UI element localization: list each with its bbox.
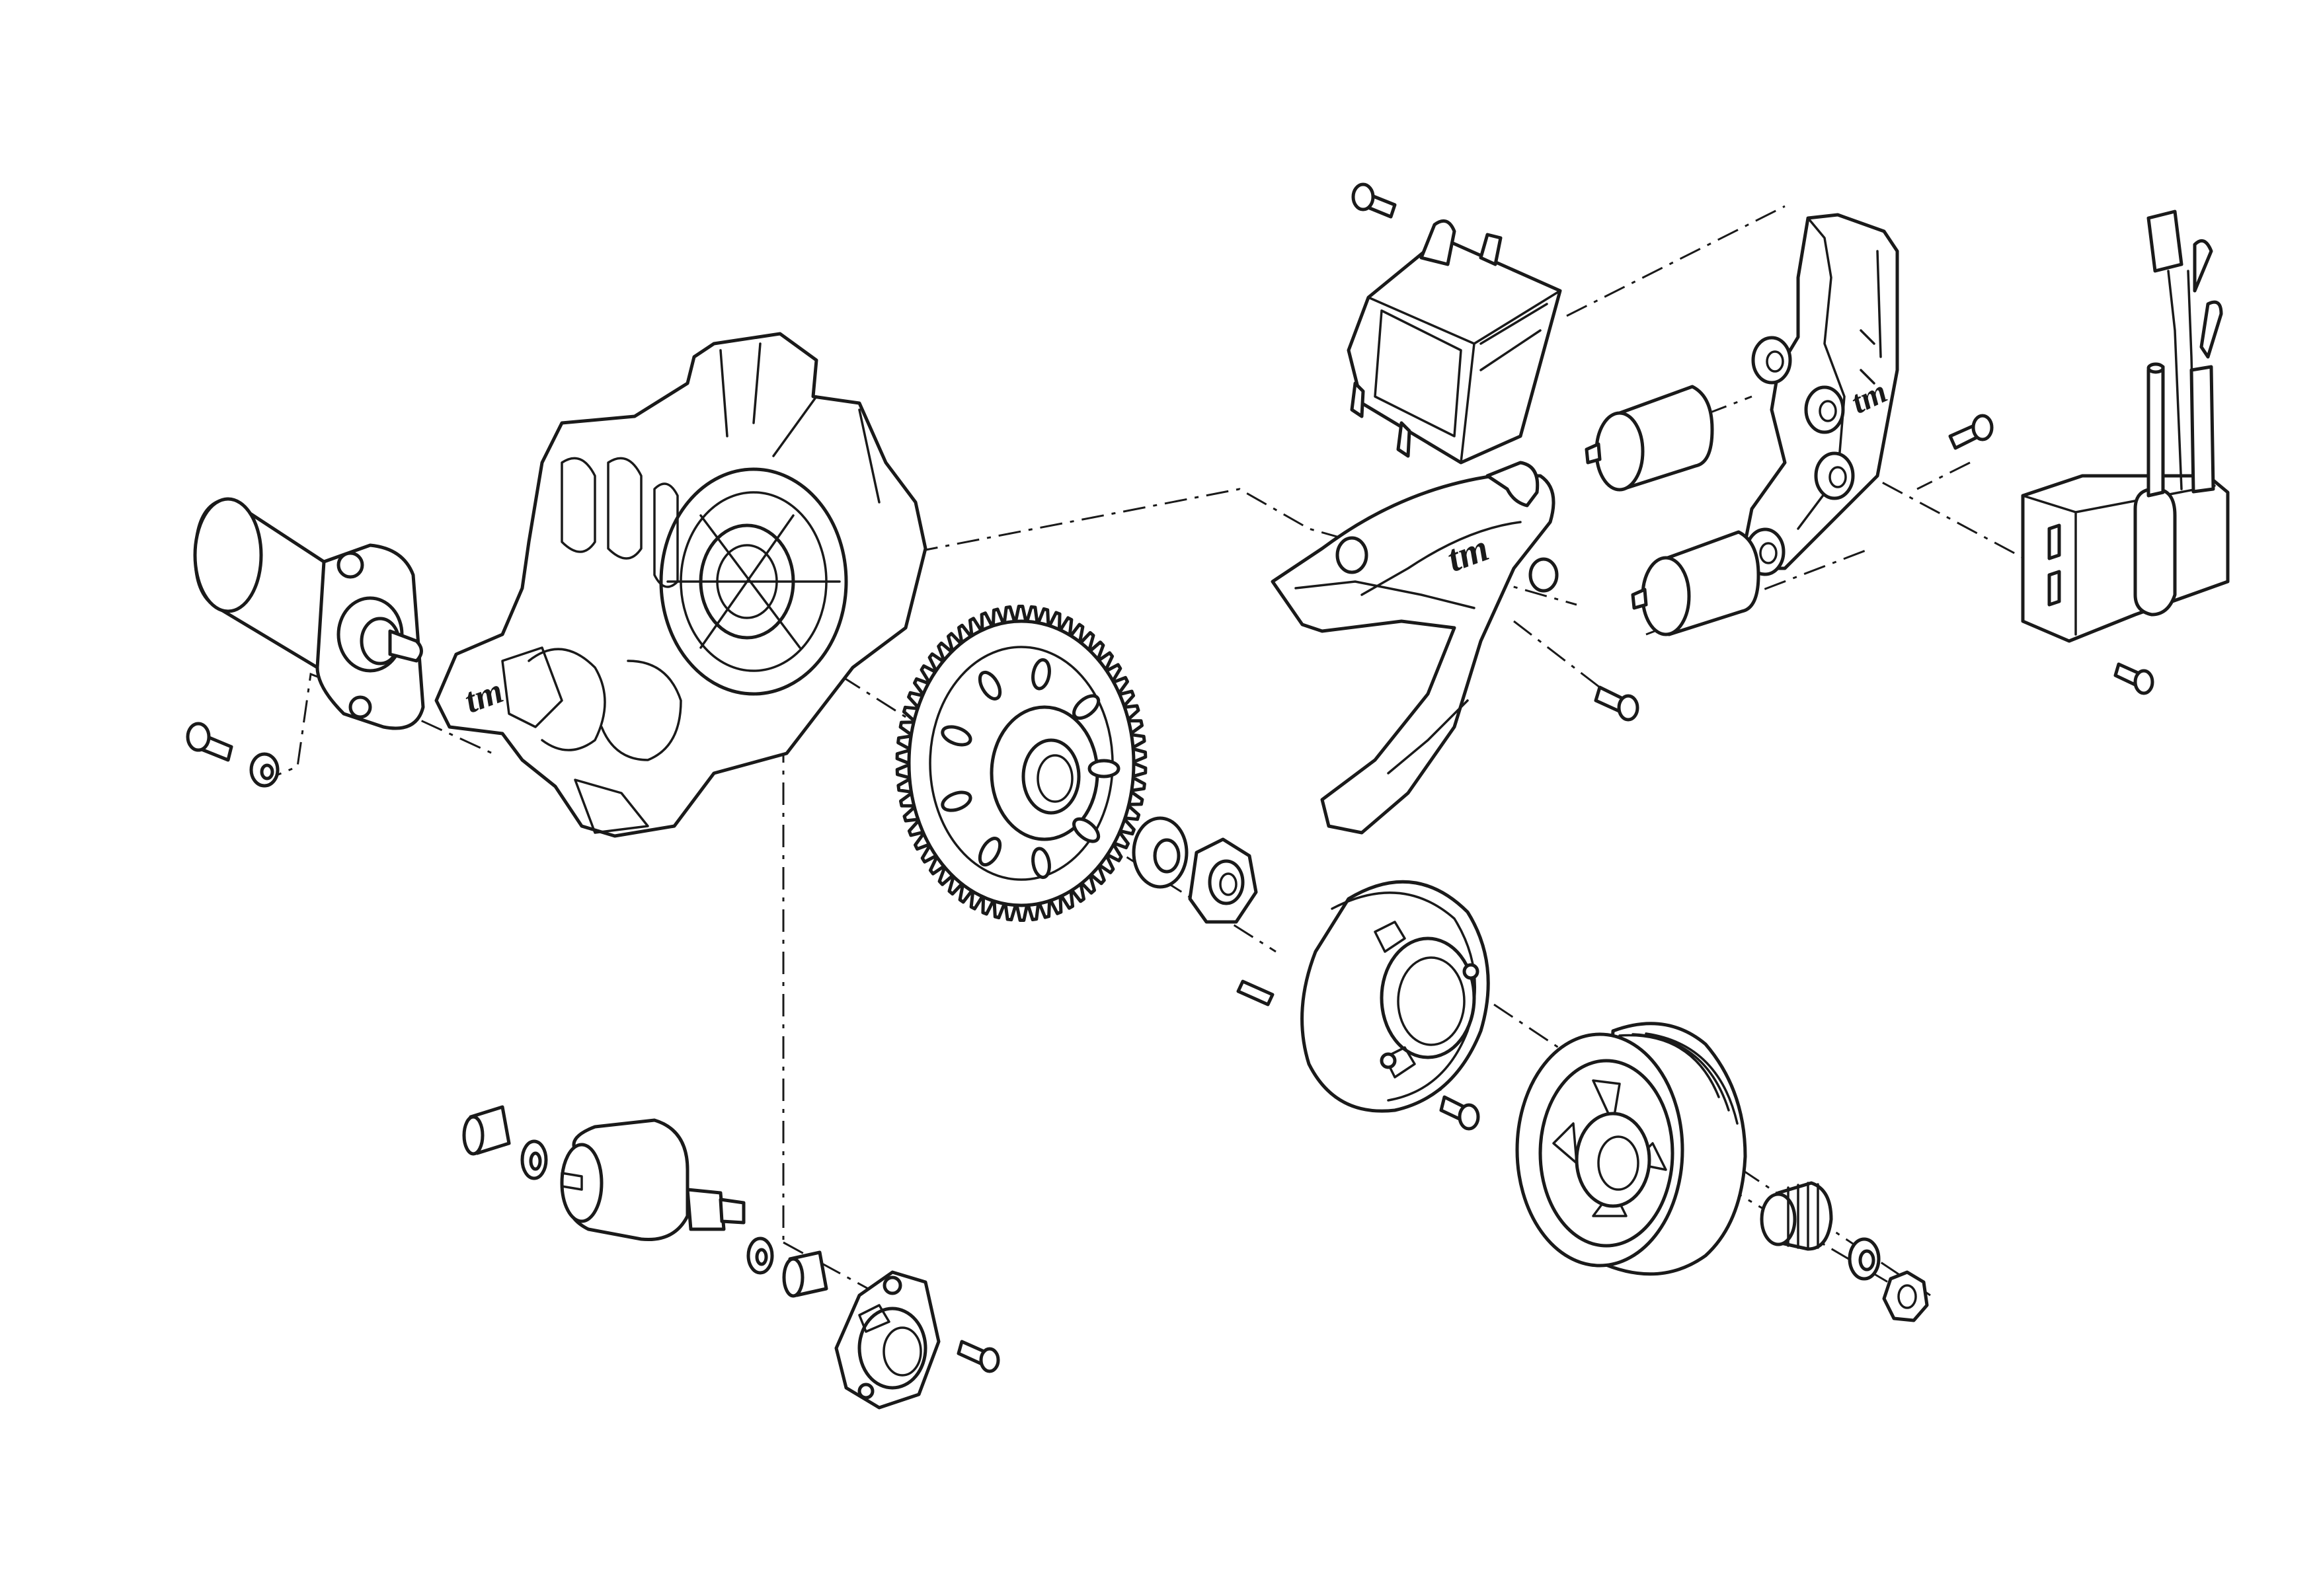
- clutch-screw: [1439, 1095, 1480, 1131]
- module-screw: [1351, 182, 1397, 219]
- gear-holes: [941, 658, 1120, 880]
- clutch-shoe-assembly: [1300, 880, 1490, 1113]
- bendix-screw: [957, 1340, 1000, 1373]
- flywheel-nut: [1188, 837, 1258, 924]
- engine-side-cover: tm: [434, 332, 927, 838]
- gear-hole: [1031, 847, 1051, 880]
- electronic-module: [1347, 219, 1562, 465]
- gear-hole: [1087, 759, 1120, 779]
- rubber-mount-upper: [1585, 385, 1714, 492]
- gear-hole: [1031, 658, 1051, 691]
- bendix-washer-right: [746, 1236, 774, 1275]
- ignition-cover: tm: [1271, 461, 1559, 835]
- axis-coil-to-screw: [1916, 461, 1971, 490]
- ignition-bracket: tm: [1743, 213, 1899, 576]
- starter-washer: [249, 752, 280, 788]
- clutch-pin: [1236, 979, 1275, 1007]
- cover-screw: [1594, 685, 1639, 722]
- starter-screw: [186, 722, 233, 762]
- needle-bearing: [1760, 1181, 1833, 1251]
- gear-hole: [941, 790, 972, 812]
- flywheel-ring-gear: [895, 605, 1148, 922]
- drum-nut: [1882, 1270, 1929, 1322]
- bendix-spacer-right: [782, 1250, 828, 1298]
- gear-hole: [1072, 817, 1101, 843]
- drum-washer: [1848, 1237, 1881, 1281]
- bendix-drive: [560, 1118, 746, 1242]
- flywheel-washer: [1132, 816, 1189, 889]
- axis-bracket-to-mount-lower: [1645, 547, 1871, 636]
- gear-hole: [1072, 694, 1101, 720]
- coil-screw: [2113, 662, 2154, 695]
- bendix-spacer-left: [462, 1105, 511, 1156]
- bracket-screw: [1948, 414, 1994, 450]
- axis-module-to-bracket: [1566, 205, 1786, 317]
- clutch-drum: [1515, 1022, 1747, 1276]
- gear-hole: [941, 725, 972, 747]
- rubber-mount-lower: [1631, 530, 1760, 636]
- gear-hole: [978, 837, 1002, 867]
- axis-cover-to-screw: [1513, 620, 1600, 689]
- axis-engine-to-cover: [915, 488, 1577, 606]
- bendix-washer-left: [520, 1139, 548, 1180]
- gear-hole: [978, 670, 1002, 701]
- starter-motor: [193, 497, 425, 730]
- bendix-cover: [834, 1270, 941, 1410]
- ignition-coil: [2021, 209, 2230, 643]
